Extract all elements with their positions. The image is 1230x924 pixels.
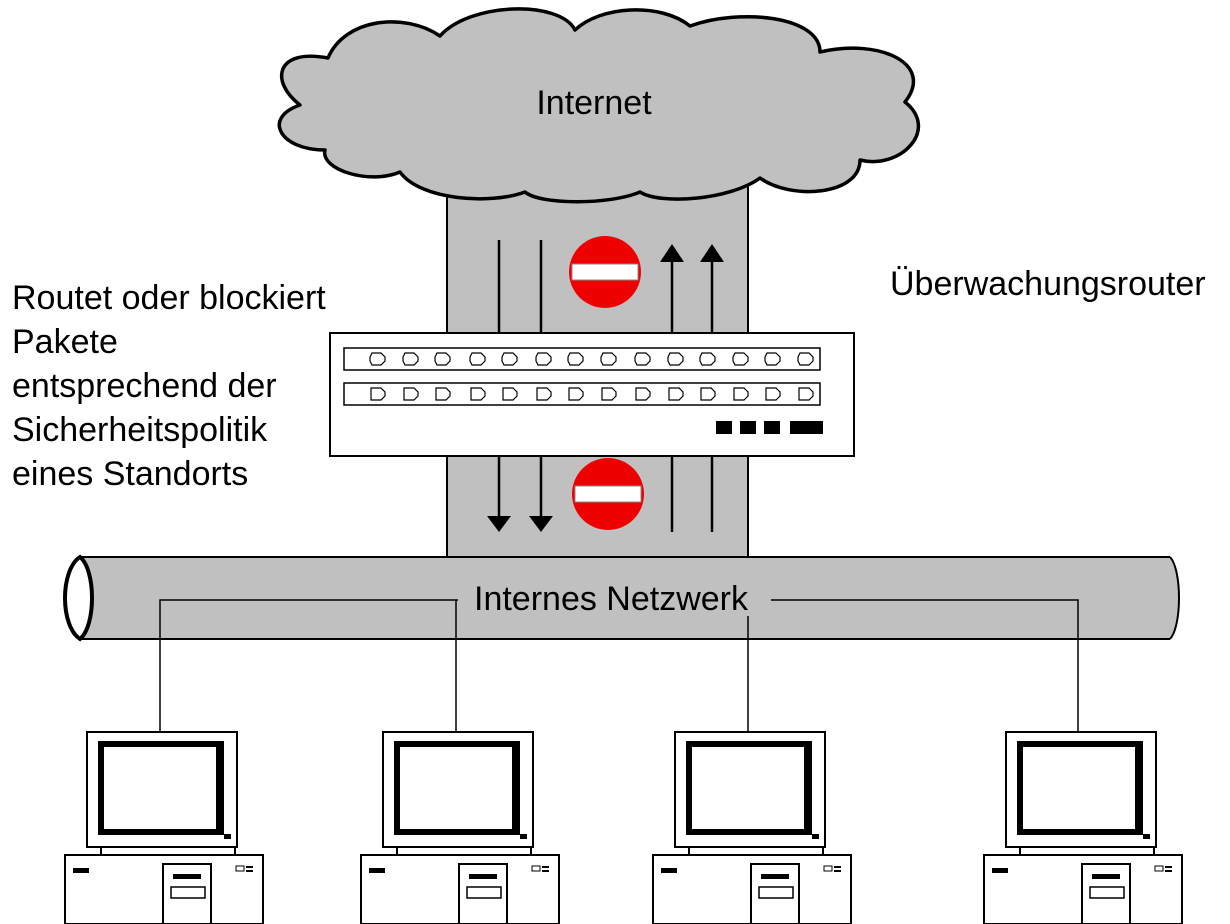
router-port xyxy=(667,352,684,366)
router-port xyxy=(402,352,419,366)
router-port xyxy=(601,387,617,401)
internet-label: Internet xyxy=(0,86,1230,120)
policy-line: eines Standorts xyxy=(12,455,249,493)
internet-cloud-icon xyxy=(277,7,921,204)
router-port xyxy=(733,387,749,401)
policy-line: Sicherheitspolitik xyxy=(12,411,268,449)
router-port xyxy=(470,387,486,401)
upper-traffic-arrows xyxy=(497,240,724,335)
router-port xyxy=(502,387,518,401)
computers xyxy=(64,731,1183,924)
router-port xyxy=(600,352,617,366)
router-led xyxy=(740,421,756,434)
router-port xyxy=(403,387,419,401)
no-entry-icon-lower xyxy=(572,458,644,530)
router-port xyxy=(369,352,386,366)
router-led xyxy=(716,421,732,434)
desktop-computer-icon xyxy=(652,731,852,924)
network-cabling xyxy=(159,599,1079,732)
router-port xyxy=(798,387,814,401)
router-led xyxy=(764,421,780,434)
policy-line: entsprechend der xyxy=(12,367,277,405)
router-port xyxy=(668,387,684,401)
router-port xyxy=(567,352,584,366)
desktop-computer-icon xyxy=(64,731,264,924)
policy-line: Routet oder blockiert xyxy=(12,279,326,317)
router-port xyxy=(797,352,814,366)
internet-label-text: Internet xyxy=(536,84,652,122)
router-port xyxy=(699,352,716,366)
router-port xyxy=(700,387,716,401)
router-label: Überwachungsrouter xyxy=(890,265,1206,303)
router-port xyxy=(634,352,651,366)
router-port xyxy=(435,387,451,401)
desktop-computer-icon xyxy=(983,731,1183,924)
router-port xyxy=(501,352,518,366)
router-port xyxy=(535,352,552,366)
router-port xyxy=(764,352,781,366)
no-entry-icon-upper xyxy=(569,236,641,308)
router-led xyxy=(790,421,823,434)
router-port xyxy=(370,387,386,401)
router-port xyxy=(536,387,552,401)
desktop-computer-icon xyxy=(360,731,560,924)
router-port xyxy=(469,352,486,366)
lower-traffic-arrows xyxy=(487,456,714,532)
router-port xyxy=(765,387,781,401)
router-port xyxy=(732,352,749,366)
policy-description: Routet oder blockiert Pakete entsprechen… xyxy=(12,276,326,496)
screening-router-icon xyxy=(329,332,855,457)
router-port xyxy=(568,387,584,401)
policy-line: Pakete xyxy=(12,323,118,361)
router-port xyxy=(635,387,651,401)
router-port xyxy=(434,352,451,366)
network-label: Internes Netzwerk xyxy=(466,582,756,616)
